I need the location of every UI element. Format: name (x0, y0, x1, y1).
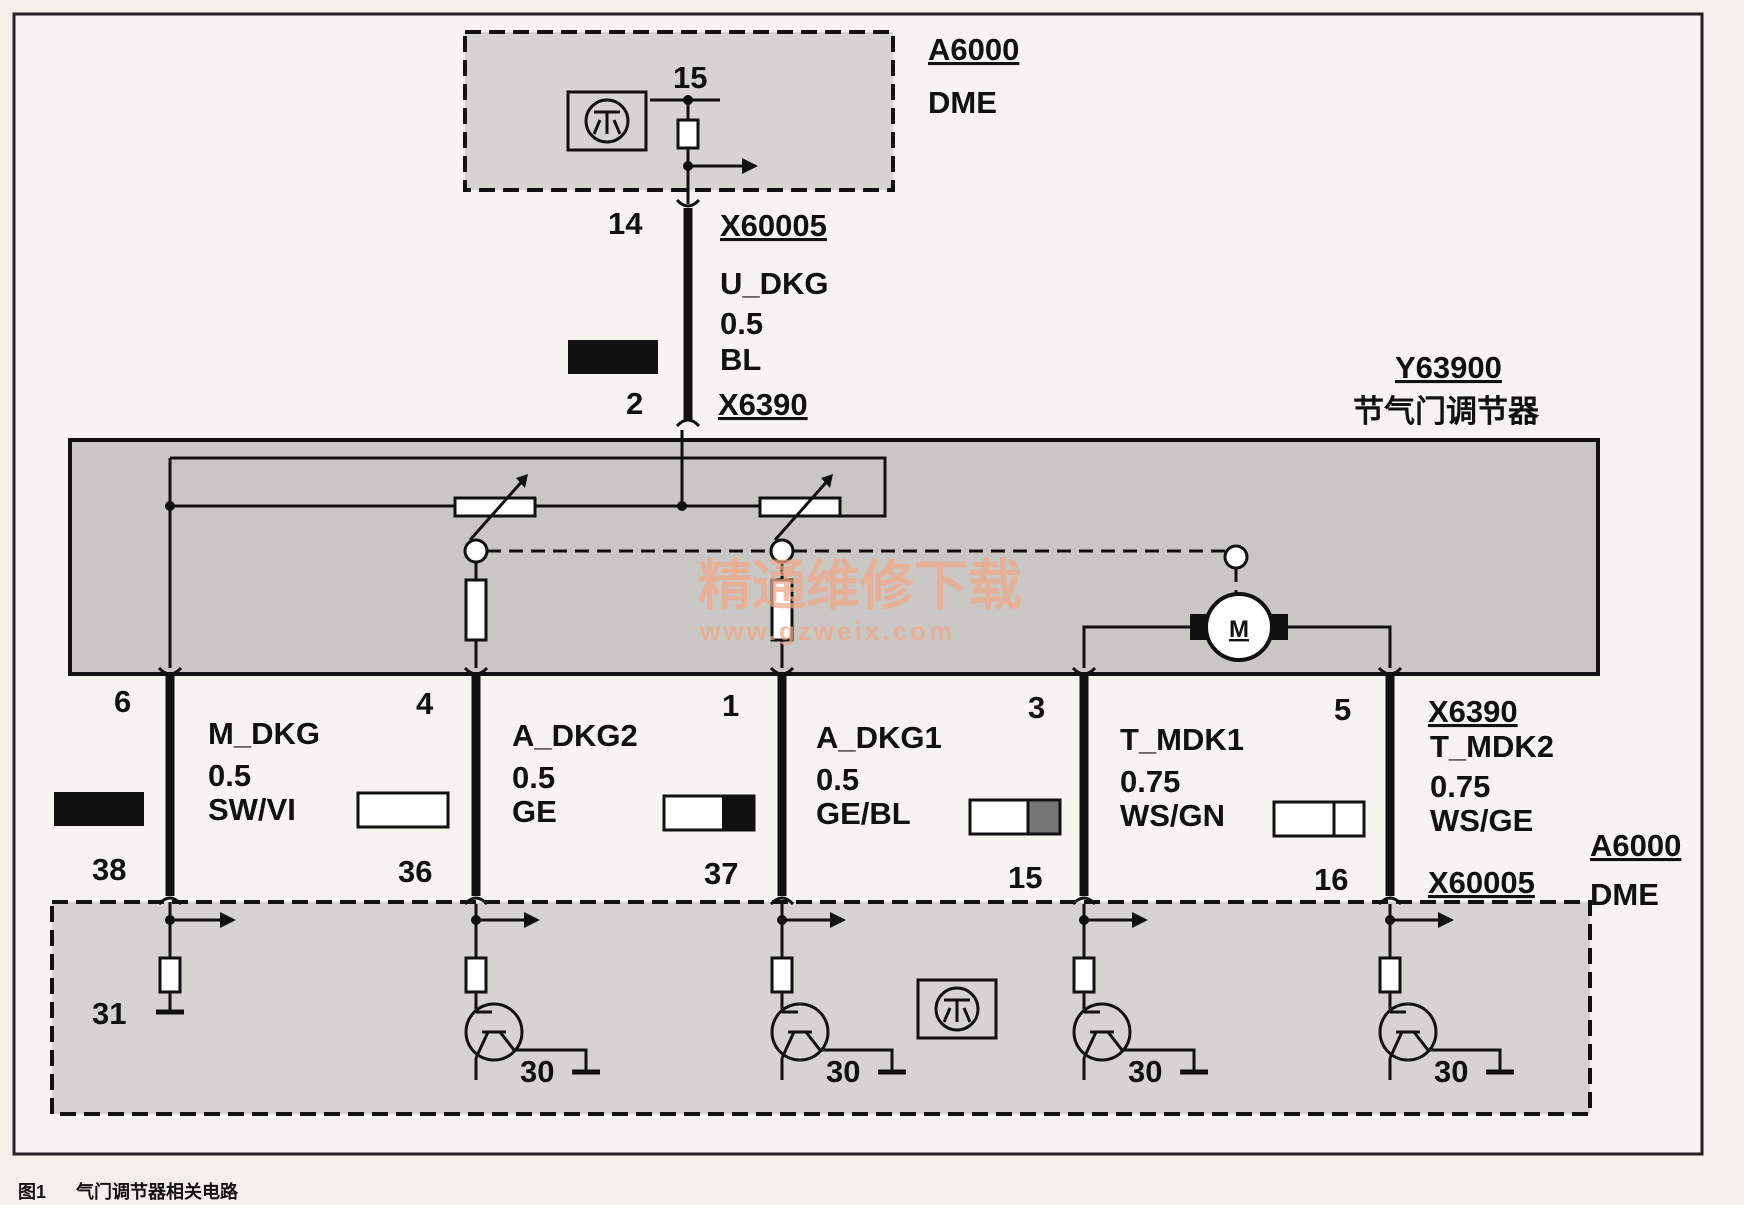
wire-columns: 638M_DKG0.5SW/VI436A_DKG20.5GE30137A_DKG… (54, 666, 1554, 1089)
transistor-symbol-icon (566, 90, 648, 152)
wire-connector-top (1377, 666, 1403, 676)
dme-top-id: A6000 (928, 32, 1019, 67)
wire-bottom-pin: 16 (1314, 862, 1348, 897)
wire-color-stripe (722, 796, 754, 830)
wire-color-swatch (1272, 800, 1366, 838)
top-wire-connector-dme: X60005 (720, 208, 827, 243)
transistor-icon (464, 1002, 524, 1062)
wire-color: GE (512, 794, 557, 829)
dme-bottom-connector: X60005 (1428, 865, 1535, 900)
wire-connector-top (769, 666, 795, 676)
svg-text:M: M (1229, 616, 1249, 643)
dme-bottom-name: DME (1590, 877, 1659, 912)
transistor-icon (1072, 1002, 1132, 1062)
dme-top-module: 15 A6000 DME (463, 30, 1019, 204)
supply-label: 30 (826, 1054, 860, 1089)
wire-signal: A_DKG2 (512, 718, 638, 753)
wire-color: SW/VI (208, 792, 296, 827)
supply-label: 30 (1434, 1054, 1468, 1089)
dme-bottom-id: A6000 (1590, 828, 1681, 863)
wire-color: WS/GE (1430, 803, 1533, 838)
wire-color: GE/BL (816, 796, 911, 831)
wire-color-swatch (54, 792, 144, 826)
wire-connector-bottom (769, 896, 795, 906)
wire-signal: T_MDK1 (1120, 722, 1244, 757)
wire-bottom-pin: 38 (92, 852, 126, 887)
watermark-title: 精通维修下载 (698, 553, 1022, 617)
wire-gauge: 0.5 (816, 762, 859, 797)
wire-connector-bottom (463, 896, 489, 906)
wire-color: WS/GN (1120, 798, 1225, 833)
wire-color-swatch (356, 791, 450, 829)
top-wire-gauge: 0.5 (720, 306, 763, 341)
throttle-id: Y63900 (1395, 350, 1502, 385)
wire-connector-bottom (157, 896, 183, 906)
wire-connector-bottom (1071, 896, 1097, 906)
throttle-module: M (68, 430, 1600, 676)
top-wire-pin-dme: 14 (608, 206, 643, 241)
wire-gauge: 0.75 (1120, 764, 1180, 799)
wire-top-pin: 4 (416, 686, 434, 721)
top-wire-color: BL (720, 342, 761, 377)
figure-caption: 气门调节器相关电路 (75, 1181, 239, 1202)
top-wire-pin-throttle: 2 (626, 386, 643, 421)
watermark-url: www.gzweix.com (699, 616, 955, 646)
wire-top-pin: 5 (1334, 692, 1351, 727)
wire-signal: A_DKG1 (816, 720, 942, 755)
wire-connector-bottom (1377, 896, 1403, 906)
wire-color-stripe (1026, 798, 1062, 836)
ground-label: 31 (92, 996, 126, 1031)
wire-gauge: 0.5 (208, 758, 251, 793)
dme-top-pin: 15 (673, 60, 707, 95)
wire-signal: T_MDK2 (1430, 729, 1554, 764)
wire-gauge: 0.75 (1430, 769, 1490, 804)
wire-bottom-pin: 37 (704, 856, 738, 891)
top-wire-connector-throttle: X6390 (718, 387, 808, 422)
wire-bottom-pin: 36 (398, 854, 432, 889)
transistor-symbol-icon-bottom (916, 978, 998, 1040)
dme-top-name: DME (928, 85, 997, 120)
top-wire: 14 X60005 U_DKG 0.5 BL 2 X6390 (568, 198, 829, 428)
top-wire-color-swatch (568, 340, 658, 374)
wire-connector-top (463, 666, 489, 676)
figure-number: 图1 (18, 1182, 46, 1202)
wire-connector-top (1071, 666, 1097, 676)
supply-label: 30 (1128, 1054, 1162, 1089)
wire-bottom-pin: 15 (1008, 860, 1042, 895)
top-wire-signal: U_DKG (720, 266, 829, 301)
wire-signal: M_DKG (208, 716, 320, 751)
wire-top-pin: 6 (114, 684, 131, 719)
wire-top-pin: 1 (722, 688, 739, 723)
wire-gauge: 0.5 (512, 760, 555, 795)
transistor-icon (770, 1002, 830, 1062)
wire-connector-top (157, 666, 183, 676)
dme-bottom-module: 31 (50, 900, 1592, 1116)
supply-label: 30 (520, 1054, 554, 1089)
throttle-bottom-connector: X6390 (1428, 694, 1518, 729)
throttle-name: 节气门调节器 (1353, 394, 1540, 429)
transistor-icon (1378, 1002, 1438, 1062)
motor-icon: M (1190, 592, 1288, 662)
wire-top-pin: 3 (1028, 690, 1045, 725)
